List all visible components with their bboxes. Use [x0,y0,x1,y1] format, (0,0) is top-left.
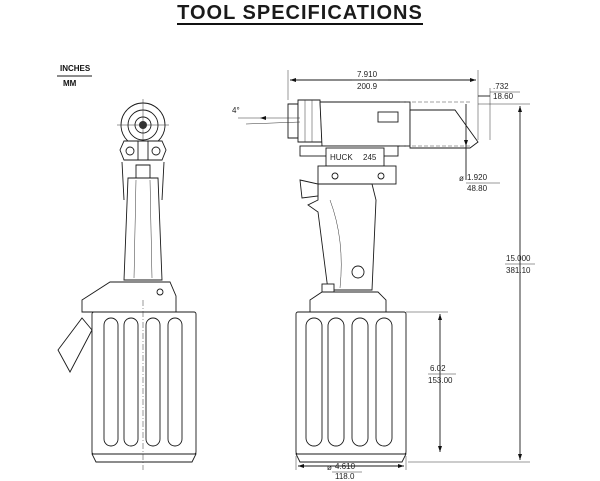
front-yoke [119,140,167,161]
side-valve [351,265,365,279]
dim-cyl-d-in: 4.610 [335,462,356,471]
page-title: TOOL SPECIFICATIONS [0,2,600,25]
side-base [295,453,407,463]
dim-height-mm: 381.10 [506,266,531,275]
front-shoulder [81,281,177,313]
dim-height-in: 15.000 [506,254,531,263]
dim-cylinder-h-mm: 153.00 [428,376,453,385]
side-handle [307,183,377,291]
front-view [57,99,197,470]
dim-barrel-in: 1.920 [467,173,488,182]
dim-cyl-d-mm: 118.0 [335,472,355,481]
front-handle [123,177,163,281]
side-tail [409,109,479,149]
model-label: 245 [363,153,377,162]
side-view: HUCK 245 [287,99,479,463]
dim-length-in: 7.910 [357,70,378,79]
dim-barrel-prefix: ø [459,174,464,183]
side-nose [287,103,299,139]
front-air-fitting [57,317,93,373]
side-trigger [299,179,319,199]
units-legend: INCHES MM [57,64,92,88]
dim-cylinder-h-in: 6.02 [430,364,446,373]
unit-inches: INCHES [60,64,91,73]
brand-label: HUCK [330,153,353,162]
dim-cyl-d-prefix: ø [327,463,332,472]
dim-length-mm: 200.9 [357,82,378,91]
front-base [91,453,197,463]
unit-mm: MM [63,79,77,88]
dimension-lines: 7.910 200.9 .732 18.60 4° ø 1.920 48.80 … [232,70,535,481]
dim-angle: 4° [232,106,240,115]
dim-barrel-mm: 48.80 [467,184,488,193]
dim-offset-mm: 18.60 [493,92,514,101]
side-barrel [319,101,411,147]
page-title-text: TOOL SPECIFICATIONS [177,2,423,25]
dim-offset-in: .732 [493,82,509,91]
side-shoulder [309,291,387,313]
front-cylinder [91,311,197,455]
side-cylinder [295,311,407,455]
